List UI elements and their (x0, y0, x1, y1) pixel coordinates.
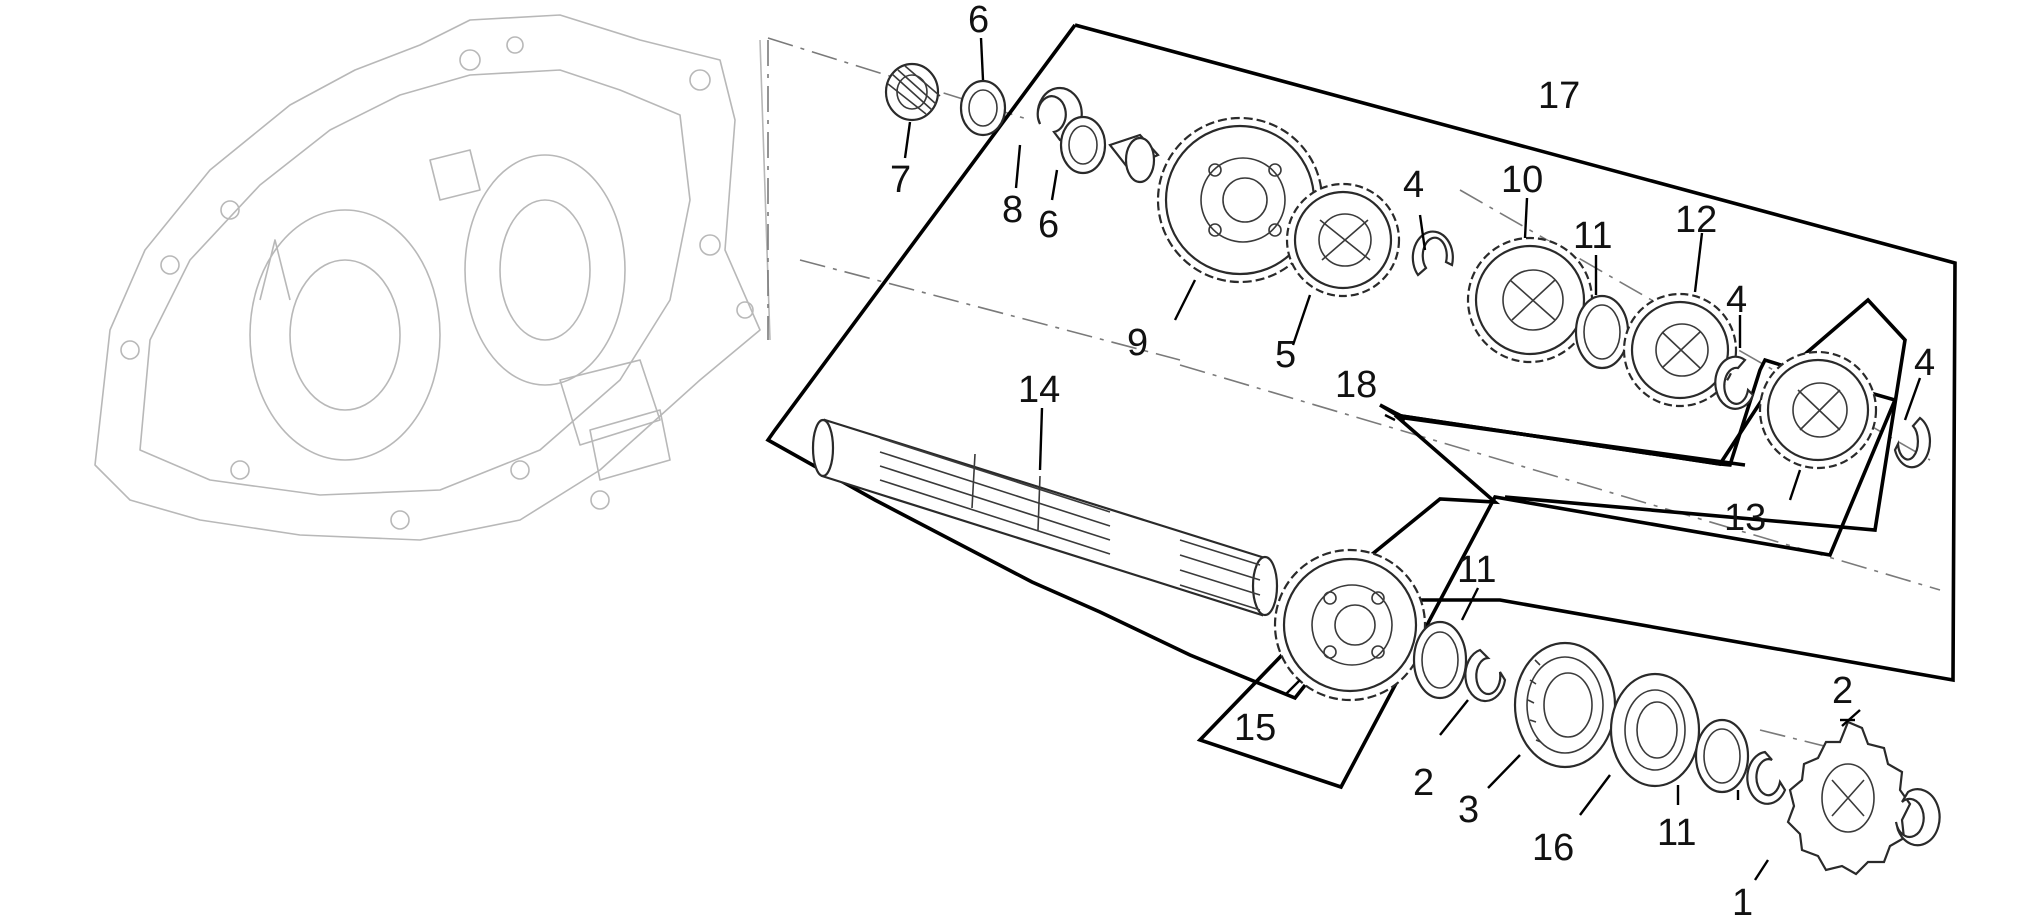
group-frame-18 (1196, 357, 1898, 790)
bushing (1108, 133, 1160, 184)
callout-3: 3 (1458, 789, 1479, 831)
main-shaft-14 (811, 418, 1279, 617)
callout-18: 18 (1335, 364, 1377, 406)
circlip-2-lower (1746, 750, 1787, 805)
needle-bearing-7 (884, 62, 941, 122)
washer-11-lower (1694, 718, 1750, 794)
gear-10 (1466, 236, 1594, 364)
callout-11-lower: 11 (1657, 812, 1696, 854)
gear-5 (1285, 182, 1401, 298)
sprocket-1 (1786, 720, 1912, 876)
callout-16: 16 (1532, 827, 1574, 869)
circlip-4-right (1893, 416, 1932, 469)
callout-8: 8 (1002, 189, 1023, 231)
washer-11-upper (1574, 294, 1630, 370)
callout-17: 17 (1538, 75, 1580, 117)
callout-12: 12 (1675, 199, 1717, 241)
circlip-2-mid (1464, 648, 1507, 703)
callout-10: 10 (1501, 159, 1543, 201)
callout-15: 15 (1234, 707, 1276, 749)
callout-11-mid: 11 (1457, 549, 1496, 591)
callout-7: 7 (890, 159, 911, 201)
callout-4-right: 4 (1914, 342, 1935, 384)
callout-11-top: 11 (1573, 215, 1612, 257)
callout-4-top: 4 (1403, 164, 1424, 206)
oil-seal-16 (1609, 672, 1701, 788)
callouts: 6 7 8 6 9 5 4 10 11 12 17 4 4 18 14 13 1… (890, 0, 1935, 919)
callout-1: 1 (1732, 882, 1753, 919)
callout-6-top: 6 (968, 0, 989, 41)
callout-2-right: 2 (1832, 670, 1853, 712)
gear-12 (1622, 292, 1738, 408)
callout-4-mid: 4 (1726, 279, 1747, 321)
bearing-3 (1513, 641, 1617, 769)
group-frame-18-link (1379, 403, 1746, 467)
leader-lines (903, 37, 1922, 881)
washer-11-mid (1412, 620, 1468, 700)
crankcase-housing (94, 14, 771, 541)
callout-2-mid: 2 (1413, 762, 1434, 804)
circlip-4-top (1411, 230, 1454, 277)
group-frame-17 (765, 23, 1957, 701)
callout-9: 9 (1127, 322, 1148, 364)
circlip-2-right (1894, 788, 1941, 847)
circlip-4-mid (1714, 355, 1755, 410)
callout-5: 5 (1275, 334, 1296, 376)
callout-14: 14 (1018, 369, 1060, 411)
callout-6-lower: 6 (1038, 204, 1059, 246)
callout-13: 13 (1724, 497, 1766, 539)
washer-6-upper (959, 79, 1007, 137)
washer-6-lower (1059, 115, 1107, 175)
gear-15 (1273, 548, 1427, 702)
group-frame-18-upper (1394, 297, 1907, 532)
gear-13 (1758, 350, 1878, 470)
